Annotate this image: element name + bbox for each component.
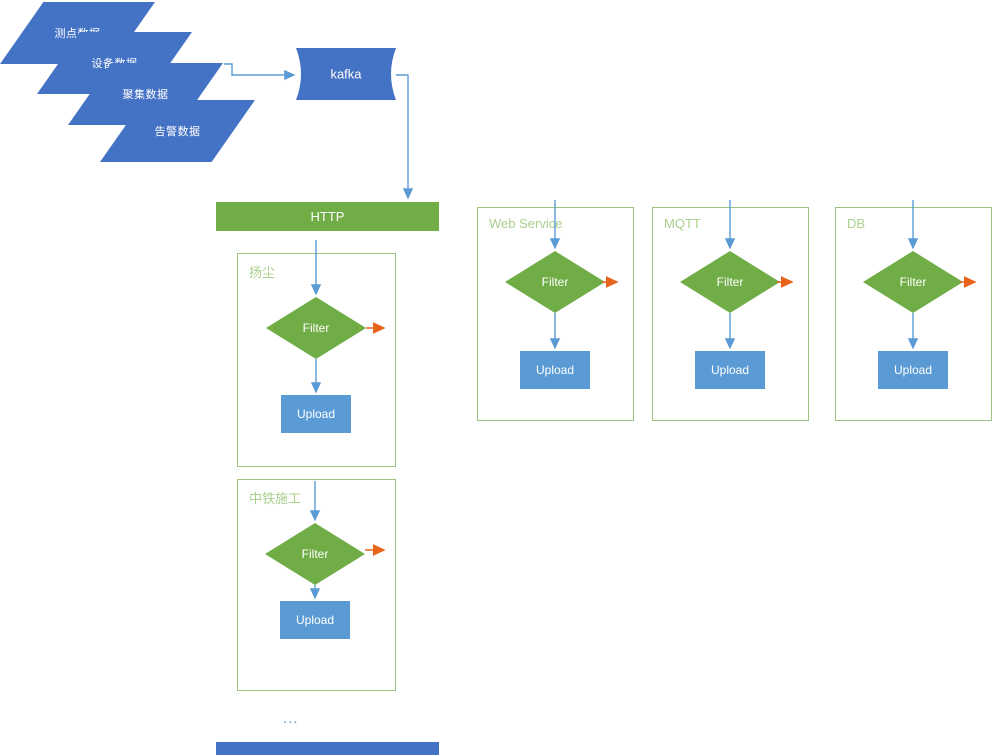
panel-title-db: DB [847, 216, 866, 231]
panel-title-web-service: Web Service [489, 216, 563, 231]
source-label-4: 告警数据 [154, 126, 201, 138]
panel-title-yangchen: 扬尘 [249, 265, 276, 280]
kafka-label: kafka [330, 66, 362, 82]
http-bar-label: HTTP [310, 209, 345, 224]
http-bar[interactable]: HTTP [216, 202, 439, 231]
filter-label: Filter [899, 275, 927, 289]
panel-yangchen[interactable]: 扬尘 [237, 253, 396, 467]
filter-node-web-service[interactable]: Filter [505, 251, 605, 313]
upload-label: Upload [710, 363, 750, 377]
filter-node-db[interactable]: Filter [863, 251, 963, 313]
upload-label: Upload [296, 407, 336, 421]
panel-zhongtie[interactable]: 中铁施工 [237, 479, 396, 691]
upload-node-zhongtie[interactable]: Upload [280, 601, 350, 639]
panel-title-mqtt: MQTT [664, 216, 701, 231]
filter-node-mqtt[interactable]: Filter [680, 251, 780, 313]
filter-node-yangchen[interactable]: Filter [266, 297, 366, 359]
filter-label: Filter [302, 321, 330, 335]
connector-sources-to-kafka [224, 63, 296, 81]
upload-node-db[interactable]: Upload [878, 351, 948, 389]
upload-node-web-service[interactable]: Upload [520, 351, 590, 389]
panel-title-zhongtie: 中铁施工 [249, 491, 302, 506]
kafka-shape [296, 48, 396, 100]
upload-node-yangchen[interactable]: Upload [281, 395, 351, 433]
filter-label: Filter [541, 275, 569, 289]
more-panels-ellipsis: ... [283, 710, 299, 727]
upload-label: Upload [893, 363, 933, 377]
filter-node-zhongtie[interactable]: Filter [265, 523, 365, 585]
filter-label: Filter [716, 275, 744, 289]
source-shape-4[interactable]: 告警数据 [100, 100, 255, 162]
upload-label: Upload [535, 363, 575, 377]
upload-node-mqtt[interactable]: Upload [695, 351, 765, 389]
connector-kafka-to-http [396, 74, 414, 200]
upload-label: Upload [295, 613, 335, 627]
bottom-blue-bar[interactable] [216, 742, 439, 755]
source-label-3: 聚集数据 [122, 89, 169, 101]
filter-label: Filter [301, 547, 329, 561]
kafka-node[interactable]: kafka [296, 48, 396, 100]
